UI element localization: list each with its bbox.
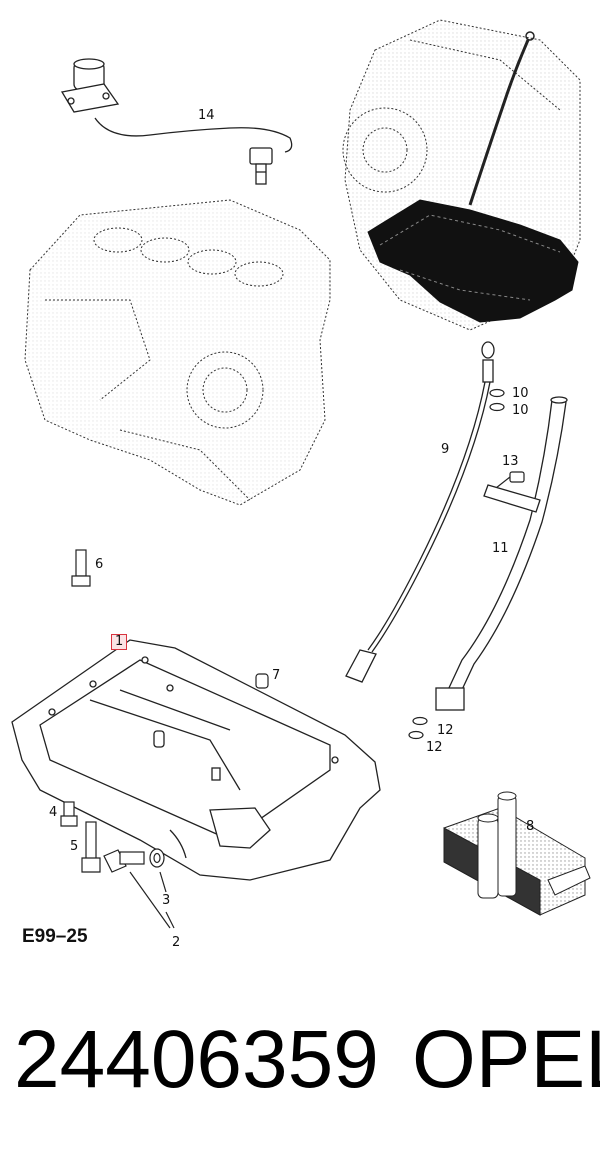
oil-pan-highlight-drawing [367,31,579,323]
oil-level-sensor-drawing [60,58,293,185]
drawing-code: E99–25 [22,926,88,947]
callout-8-label[interactable]: 8 [526,819,535,834]
o-rings-10-drawing [489,388,505,412]
bolt-13-drawing [495,471,525,489]
callout-10b-label[interactable]: 10 [512,403,529,418]
callout-3-label[interactable]: 3 [162,893,171,908]
dipstick-guide-tube-drawing [435,396,568,711]
callout-12a-label[interactable]: 12 [437,723,454,738]
plug-7-drawing [255,673,269,689]
brand-name: OPEL [412,1014,600,1105]
callout-14-label[interactable]: 14 [198,108,215,123]
bolt-5-drawing [81,821,101,873]
oil-pan-drawing [11,639,381,881]
callout-2-label[interactable]: 2 [172,935,181,950]
sealant-kit-drawing [443,791,591,916]
callout-6-label[interactable]: 6 [95,557,104,572]
callout-1-label[interactable]: 1 [111,634,128,650]
bolt-4-drawing [60,801,78,827]
callout-11-label[interactable]: 11 [492,541,509,556]
callout-12b-label[interactable]: 12 [426,740,443,755]
part-number: 24406359 [14,1014,379,1105]
exploded-parts-drawing [11,19,591,929]
dipstick-drawing [345,341,495,683]
engine-block-drawing [24,199,331,506]
o-rings-12-drawing [408,716,428,740]
callout-13-label[interactable]: 13 [502,454,519,469]
bolt-6-drawing [71,549,91,587]
callout-4-label[interactable]: 4 [49,805,58,820]
callout-9-label[interactable]: 9 [441,442,450,457]
drain-plug-and-washer-drawing [103,848,175,929]
callout-7-label[interactable]: 7 [272,668,281,683]
callout-5-label[interactable]: 5 [70,839,79,854]
callout-10a-label[interactable]: 10 [512,386,529,401]
